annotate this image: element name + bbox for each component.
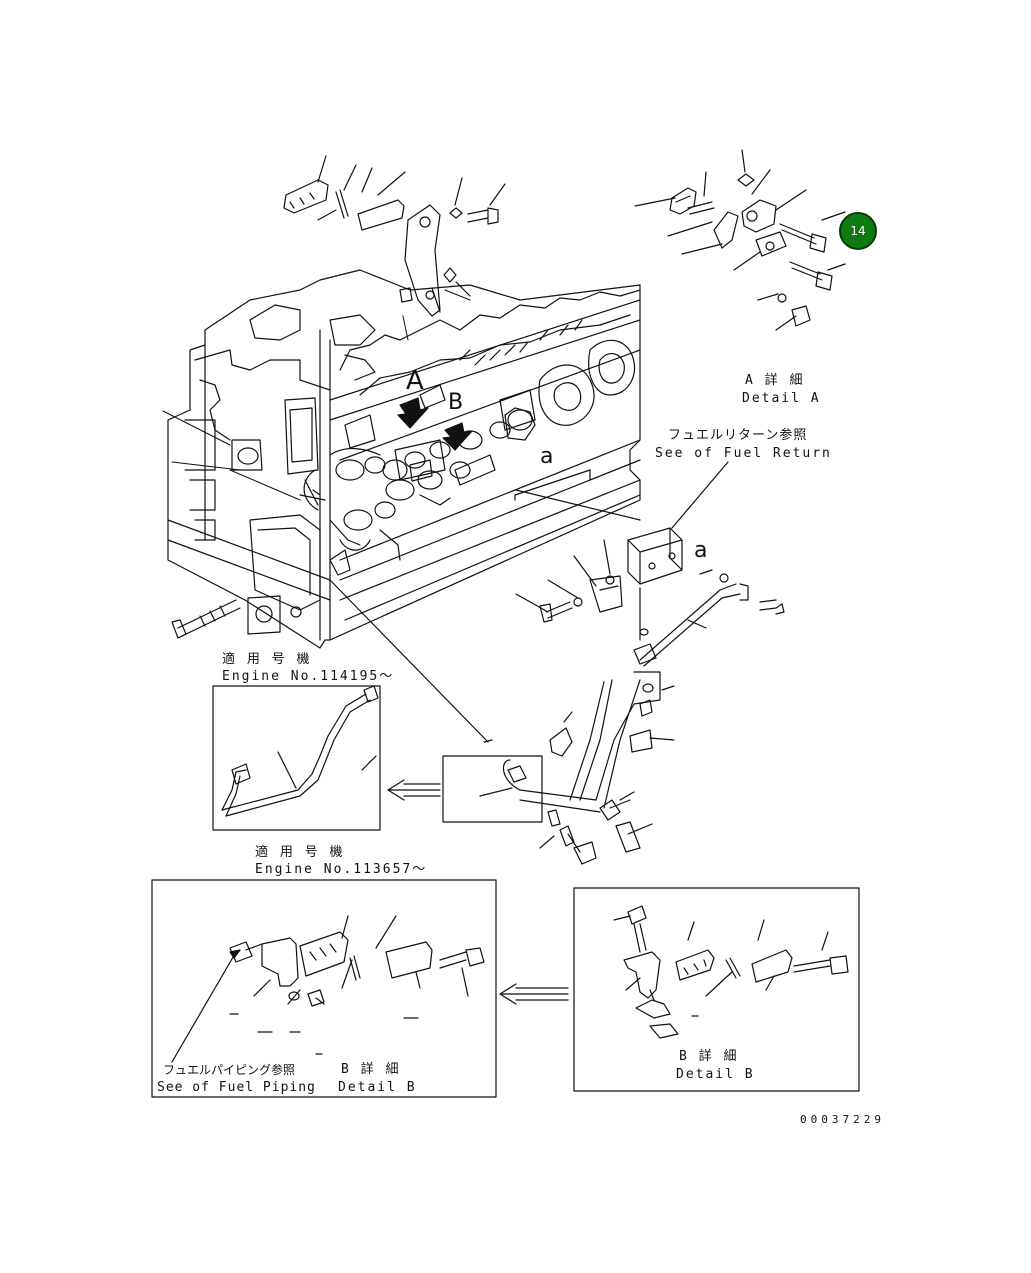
leader-lines-engine	[162, 289, 471, 501]
inset-pipe-box	[442, 755, 543, 823]
callout-a-lower: a	[540, 444, 554, 469]
applicable-2-en: Engine No.113657～	[255, 862, 428, 877]
detail-b-right-jp: B 詳 細	[679, 1049, 739, 1064]
long-bolt	[171, 595, 302, 639]
detail-arrows	[397, 397, 473, 451]
box-detail-b-left	[151, 879, 497, 1098]
arrow-to-inset-a	[387, 779, 441, 801]
item-number-badge[interactable]: 14	[839, 212, 877, 250]
box-detail-b-right	[573, 887, 860, 1092]
detail-a-title-jp: A 詳 細	[745, 373, 805, 388]
applicable-1-en: Engine No.114195～	[222, 669, 395, 684]
document-number: 00037229	[800, 1113, 885, 1126]
applicable-1-jp: 適 用 号 機	[222, 652, 312, 667]
fuel-return-block	[515, 461, 729, 585]
top-bracket-group	[283, 155, 506, 317]
engine-block	[167, 269, 641, 649]
detail-b-right-en: Detail B	[676, 1067, 755, 1082]
arrow-to-detail-b	[499, 983, 569, 1005]
fuel-return-jp: フュエルリターン参照	[668, 428, 808, 443]
detail-a-parts	[634, 149, 846, 331]
fuel-pipes	[502, 539, 785, 835]
detail-b-left-jp: B 詳 細	[341, 1062, 401, 1077]
injector-cluster	[299, 407, 536, 576]
lower-fittings	[329, 579, 641, 865]
detail-a-title-en: Detail A	[742, 391, 821, 406]
fuel-piping-jp: フュエルパイピング参照	[163, 1063, 296, 1077]
fuel-return-en: See of Fuel Return	[655, 446, 832, 461]
fuel-piping-en: See of Fuel Piping	[157, 1080, 316, 1095]
box-engine-114195	[212, 685, 381, 831]
applicable-2-jp: 適 用 号 機	[255, 845, 345, 860]
detail-b-left-en: Detail B	[338, 1080, 417, 1095]
callout-a-block: a	[694, 538, 708, 563]
callout-a-upper: A	[406, 366, 424, 396]
callout-b: B	[448, 390, 464, 415]
